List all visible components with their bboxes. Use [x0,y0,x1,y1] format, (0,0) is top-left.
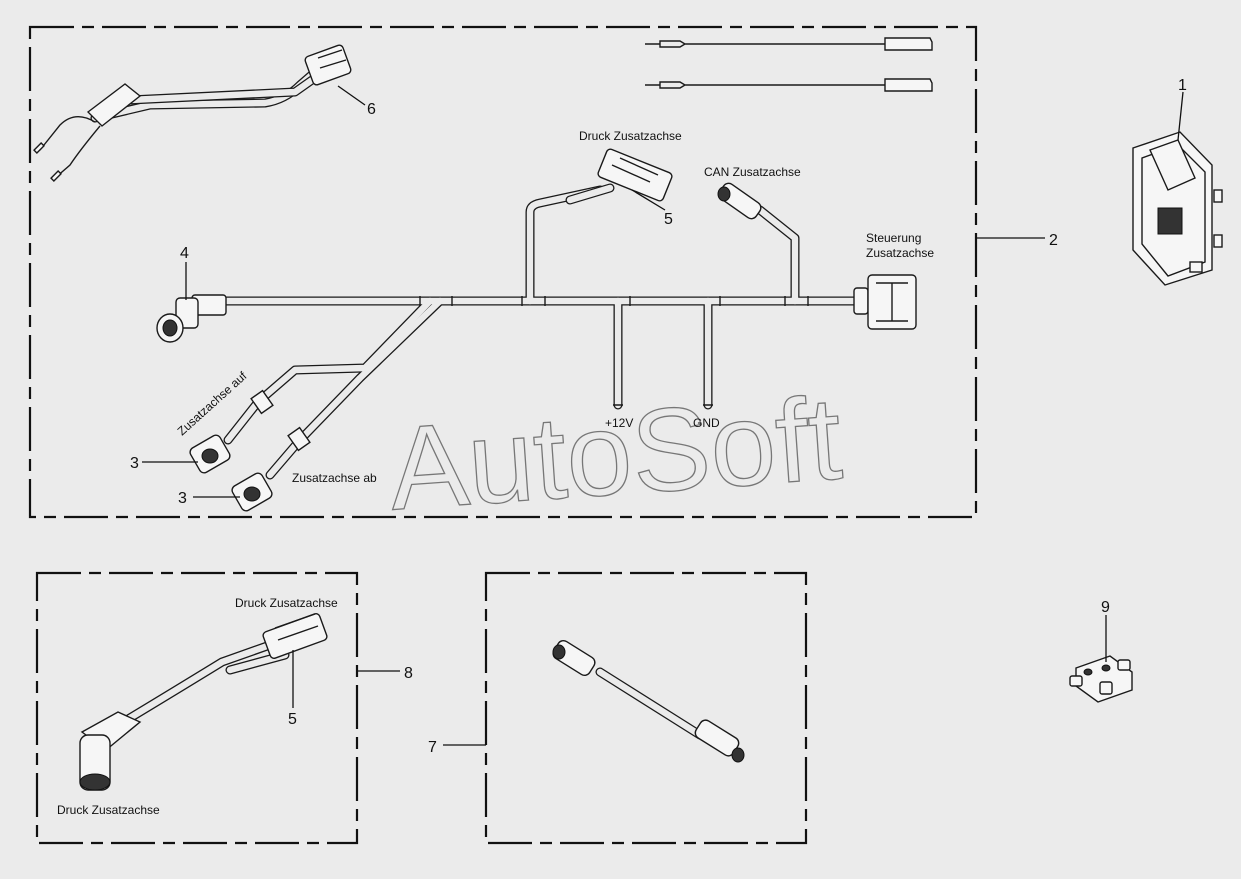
frame-cable-7 [484,571,808,845]
part-number-2: 2 [1049,232,1058,249]
t-connector-9 [1069,655,1133,703]
label-gnd: GND [693,416,720,430]
connector-3-upper [189,434,231,474]
frame-harness-2 [28,25,978,519]
part-number-8: 8 [404,665,413,682]
main-harness [220,185,860,480]
part-number-3-upper: 3 [130,455,139,472]
frame-cable-8 [35,571,359,845]
part-number-1: 1 [1178,77,1187,94]
label-plus-12v: +12V [605,416,633,430]
label-druck-zusatzachse-box8-bottom: Druck Zusatzachse [57,803,160,817]
label-druck-zusatzachse-box8-top: Druck Zusatzachse [235,596,338,610]
label-steuerung: Steuerung [866,231,921,245]
harness-6 [33,44,352,182]
can-extension-7 [552,639,745,763]
connector-3-lower [231,472,273,512]
part-number-3-lower: 3 [178,490,187,507]
connector-5-top [565,148,673,205]
label-steuerung-zusatzachse: Zusatzachse [866,246,934,260]
part-number-5-box8: 5 [288,711,297,728]
part-number-6: 6 [367,101,376,118]
part-number-5-top: 5 [664,211,673,228]
label-can-zusatzachse: CAN Zusatzachse [704,165,801,179]
label-zusatzachse-ab: Zusatzachse ab [292,471,377,485]
leader-lines [142,85,1184,746]
can-connector [717,182,762,220]
steuerung-connector [853,274,917,330]
connector-4 [156,294,227,343]
label-druck-zusatzachse-top: Druck Zusatzachse [579,129,682,143]
pressure-cable-8 [79,613,328,791]
part-number-4: 4 [180,245,189,262]
part-number-7: 7 [428,739,437,756]
single-pin-wires [645,37,933,92]
part-number-9: 9 [1101,599,1110,616]
control-unit-1 [1132,131,1223,286]
